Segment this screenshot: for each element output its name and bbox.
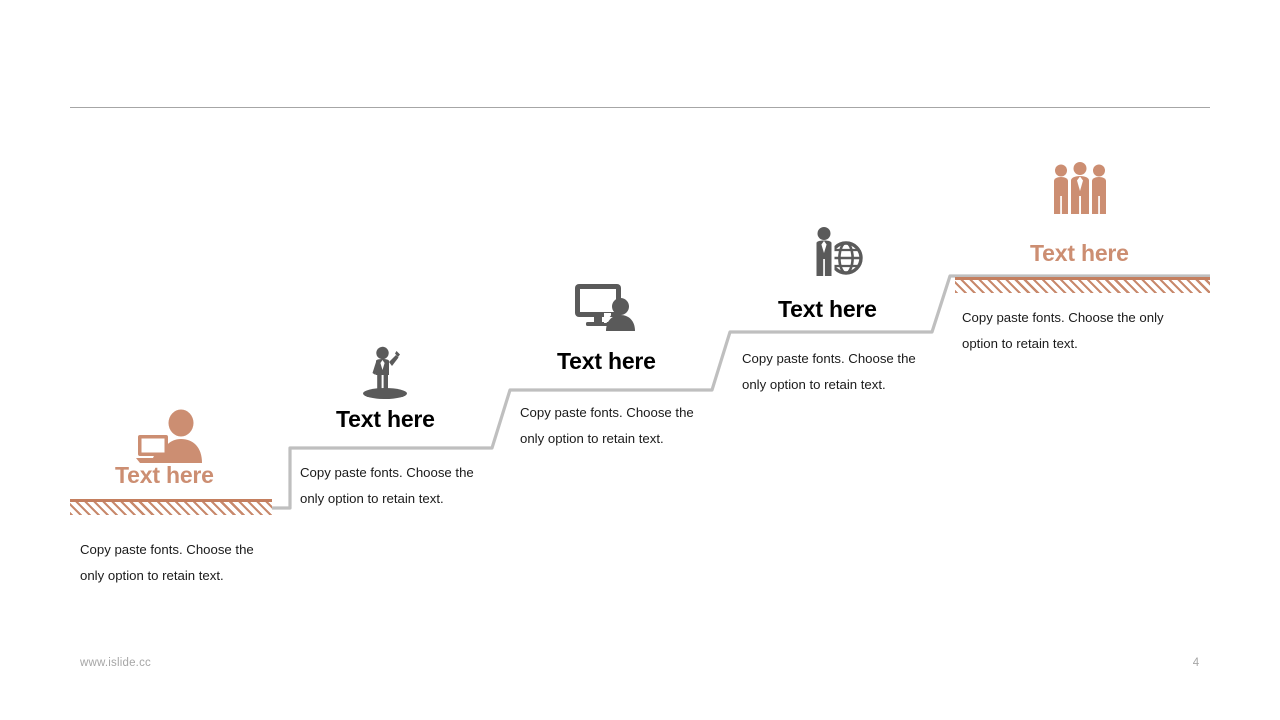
group-people-icon <box>1050 162 1110 221</box>
step-3-title: Text here <box>557 348 656 374</box>
step-4-body: Copy paste fonts. Choose the only option… <box>742 351 916 392</box>
step-1-title: Text here <box>115 462 214 488</box>
step-5-title: Text here <box>1030 240 1129 266</box>
step-2-title: Text here <box>336 406 435 432</box>
step-5-body: Copy paste fonts. Choose the only option… <box>962 310 1164 351</box>
footer-url: www.islide.cc <box>80 657 151 669</box>
person-presenting-icon <box>357 345 413 406</box>
hatch-bar-cap <box>70 499 272 502</box>
page-number: 4 <box>1192 657 1200 669</box>
hatch-bar-fill <box>70 502 272 515</box>
title-separator-rule <box>70 107 1210 108</box>
step-1-hatch-bar <box>70 499 272 515</box>
step-1-body: Copy paste fonts. Choose the only option… <box>80 542 254 583</box>
step-4-title: Text here <box>778 296 877 322</box>
monitor-user-icon <box>574 282 636 337</box>
step-2-body: Copy paste fonts. Choose the only option… <box>300 465 474 506</box>
step-5-hatch-bar <box>955 277 1210 293</box>
step-3-body: Copy paste fonts. Choose the only option… <box>520 405 694 446</box>
hatch-bar-fill <box>955 280 1210 293</box>
person-globe-icon <box>808 226 864 283</box>
hatch-bar-cap <box>955 277 1210 280</box>
person-laptop-icon <box>136 409 204 472</box>
